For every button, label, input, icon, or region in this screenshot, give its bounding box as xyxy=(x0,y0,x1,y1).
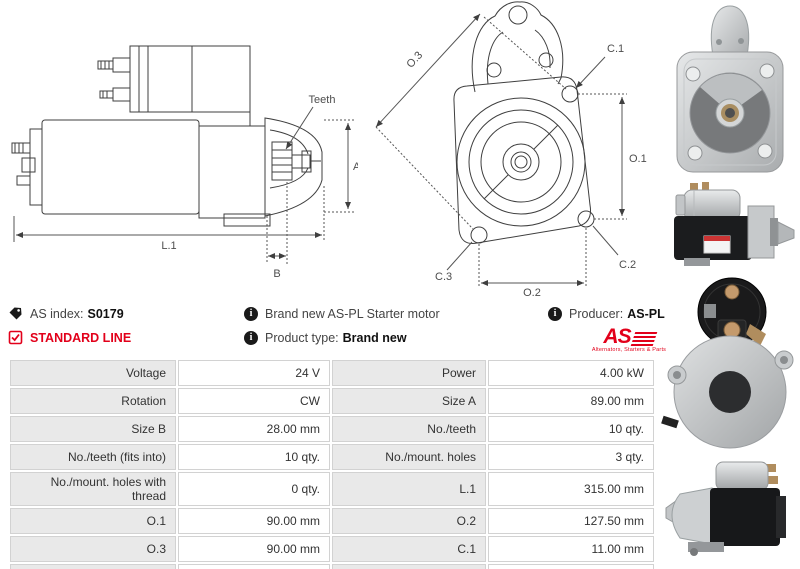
spec-label-cell: No./teeth xyxy=(332,416,486,442)
brand-new-row: i Brand new AS-PL Starter motor xyxy=(244,303,548,324)
as-logo-tagline: Alternators, Starters & Parts xyxy=(591,347,667,353)
spec-value-cell: 4.00 kW xyxy=(488,360,654,386)
dim-c2-label: C.2 xyxy=(619,259,636,271)
spec-label-cell: Voltage xyxy=(10,360,176,386)
product-type-label: Product type: xyxy=(265,330,339,345)
spec-label-cell: No./teeth (fits into) xyxy=(10,444,176,470)
spec-value-cell: 10 qty. xyxy=(488,416,654,442)
dim-o1-label: O.1 xyxy=(629,153,647,165)
info-icon: i xyxy=(244,330,258,345)
spec-value-cell: 315.00 mm xyxy=(488,472,654,506)
spec-label-cell: No./mount. holes xyxy=(332,444,486,470)
producer-label: Producer: xyxy=(569,306,624,321)
info-icon: i xyxy=(244,306,258,321)
spec-label-cell: C.3 xyxy=(332,564,486,569)
spec-row: No./teeth (fits into)10 qty.No./mount. h… xyxy=(10,444,654,470)
product-info-bar: AS index: S0179 STANDARD LINE i Brand ne… xyxy=(8,300,666,356)
checkbox-icon xyxy=(8,330,23,345)
spec-value-cell: 0 qty. xyxy=(178,472,330,506)
spec-value-cell: 24 V xyxy=(178,360,330,386)
spec-label-cell: Power xyxy=(332,360,486,386)
dim-c3-label: C.3 xyxy=(435,271,452,283)
spec-value-cell: 10 qty. xyxy=(178,444,330,470)
front-view-technical-drawing: O.3 C.1 O.1 C.2 C.3 O.2 xyxy=(375,1,647,299)
as-index-label: AS index: xyxy=(30,306,84,321)
spec-value-cell: 89.00 mm xyxy=(488,388,654,414)
starter-rear-photo[interactable] xyxy=(660,272,800,452)
as-pl-logo: AS Alternators, Starters & Parts xyxy=(586,326,672,353)
product-photo-gallery xyxy=(660,0,800,569)
standard-line-row: STANDARD LINE xyxy=(8,327,244,348)
dim-c1-label: C.1 xyxy=(607,43,624,55)
spec-value-cell: 127.50 mm xyxy=(488,508,654,534)
spec-label-cell: Rotation xyxy=(10,388,176,414)
info-col-description: i Brand new AS-PL Starter motor i Produc… xyxy=(244,300,548,356)
starter-front-photo[interactable] xyxy=(660,0,800,180)
dim-o2-label: O.2 xyxy=(523,287,541,299)
as-logo-text: AS xyxy=(603,325,631,348)
dim-b-label: B xyxy=(273,268,280,280)
info-col-producer: i Producer: AS-PL AS Alternators, Starte… xyxy=(548,300,672,356)
spec-label-cell: Size A xyxy=(332,388,486,414)
brand-new-description: Brand new AS-PL Starter motor xyxy=(265,306,440,321)
spec-value-cell: 28.00 mm xyxy=(178,416,330,442)
as-logo-stripes-icon xyxy=(630,332,657,346)
spec-value-cell: 90.00 mm xyxy=(178,536,330,562)
spec-label-cell: O.2 xyxy=(332,508,486,534)
dim-a-label: A xyxy=(353,161,358,173)
as-index-row: AS index: S0179 xyxy=(8,303,244,324)
dim-o3-label: O.3 xyxy=(404,49,425,70)
spec-label-cell: No./mount. holes with thread xyxy=(10,472,176,506)
tag-icon xyxy=(8,306,23,321)
teeth-label: Teeth xyxy=(309,94,336,106)
spec-value-cell: 11.00 mm xyxy=(488,564,654,569)
spec-label-cell: O.1 xyxy=(10,508,176,534)
producer-value: AS-PL xyxy=(627,306,665,321)
spec-value-cell: 11.00 mm xyxy=(178,564,330,569)
spec-value-cell: 3 qty. xyxy=(488,444,654,470)
standard-line-label: STANDARD LINE xyxy=(30,330,132,345)
spec-label-cell: L.1 xyxy=(332,472,486,506)
spec-row: C.211.00 mmC.311.00 mm xyxy=(10,564,654,569)
spec-label-cell: C.1 xyxy=(332,536,486,562)
spec-value-cell: 90.00 mm xyxy=(178,508,330,534)
spec-label-cell: O.3 xyxy=(10,536,176,562)
starter-side-photo[interactable] xyxy=(660,180,800,272)
as-index-value: S0179 xyxy=(87,306,124,321)
dim-l1-label: L.1 xyxy=(161,240,176,252)
spec-label-cell: C.2 xyxy=(10,564,176,569)
info-col-index: AS index: S0179 STANDARD LINE xyxy=(8,300,244,356)
producer-row: i Producer: AS-PL xyxy=(548,303,672,324)
product-type-value: Brand new xyxy=(342,330,407,345)
spec-value-cell: CW xyxy=(178,388,330,414)
starter-side-photo-2[interactable] xyxy=(660,452,800,569)
spec-value-cell: 11.00 mm xyxy=(488,536,654,562)
product-type-row: i Product type: Brand new xyxy=(244,327,548,348)
spec-label-cell: Size B xyxy=(10,416,176,442)
info-icon: i xyxy=(548,306,562,321)
side-view-technical-drawing: Teeth A L.1 B xyxy=(11,45,358,280)
